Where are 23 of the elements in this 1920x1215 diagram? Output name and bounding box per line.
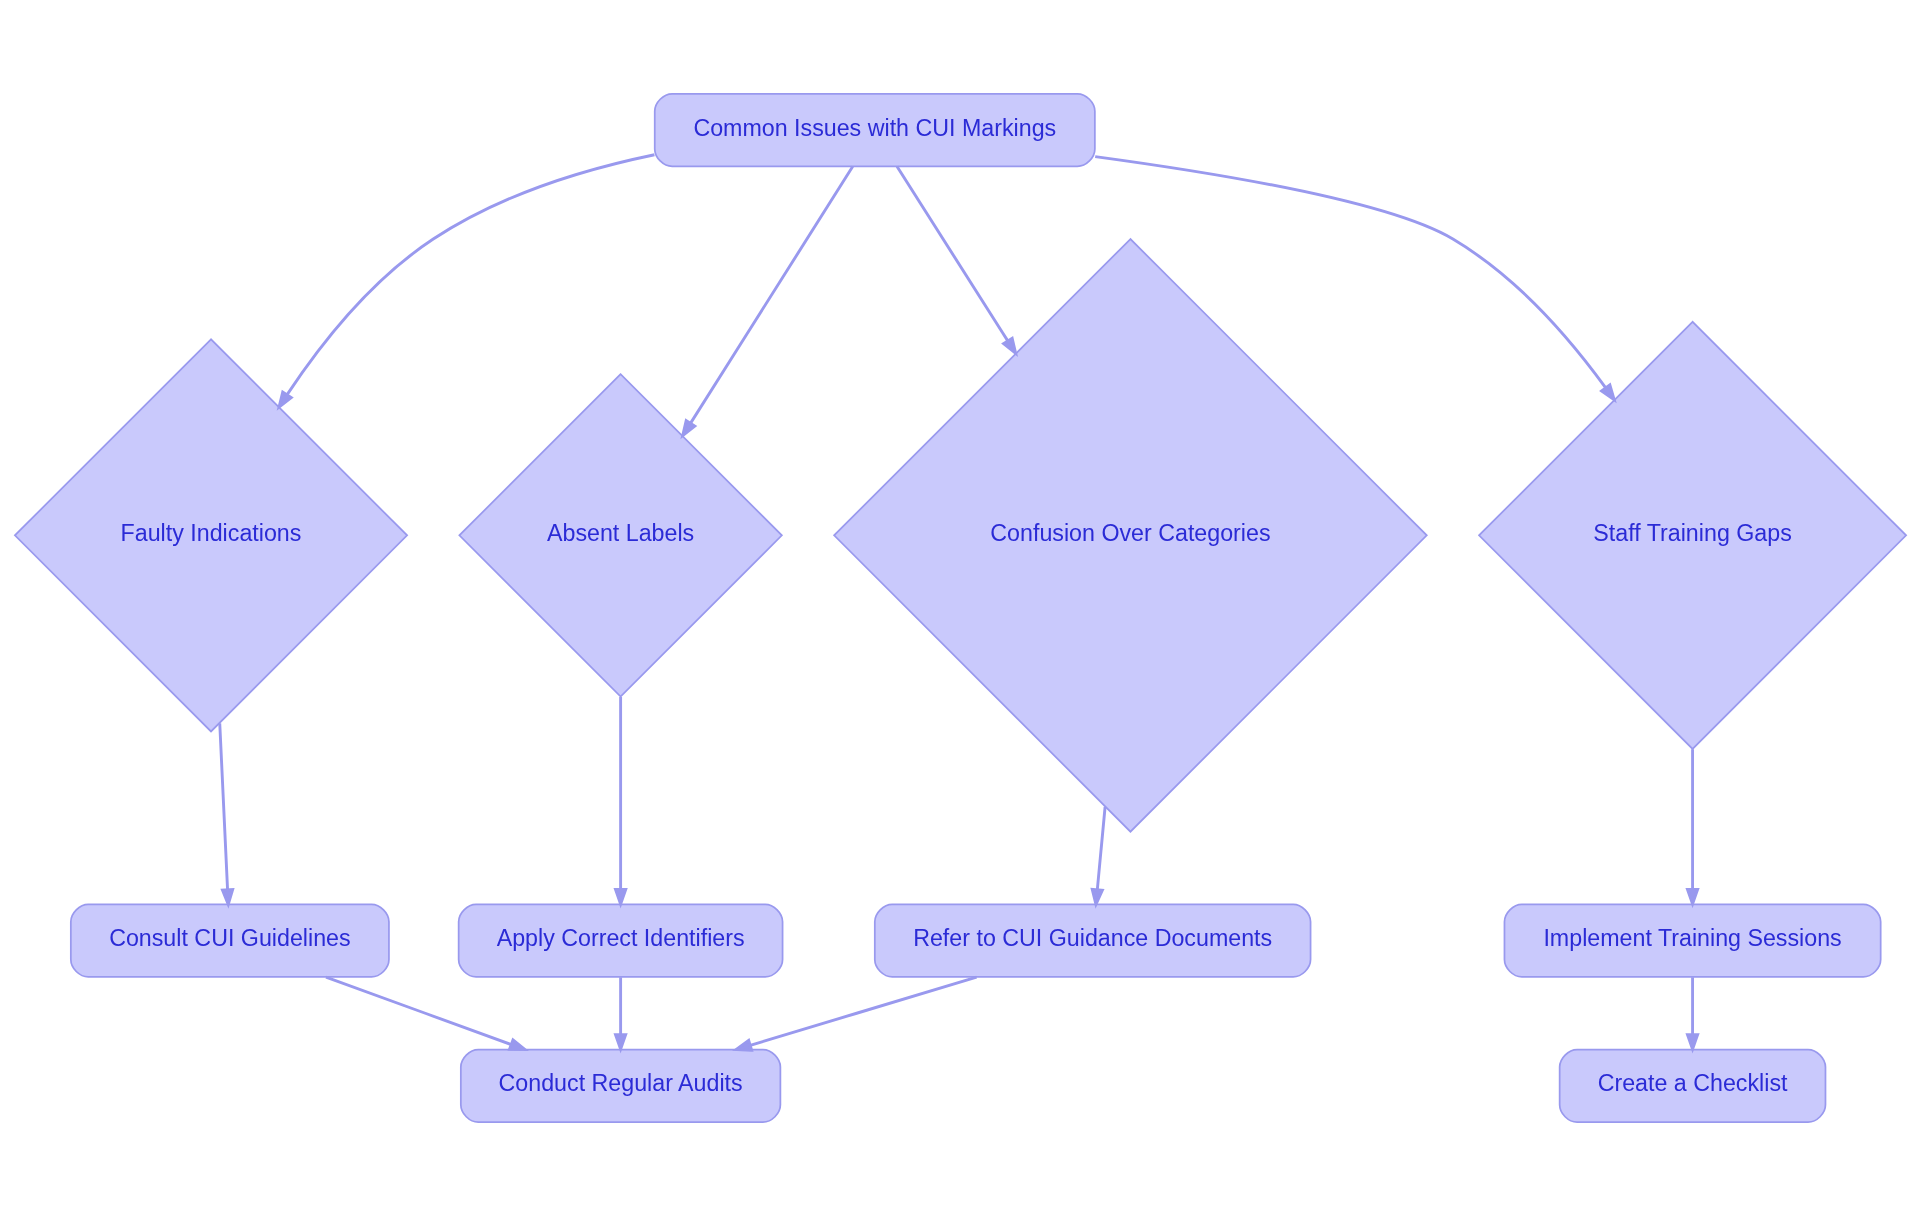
node-box: Refer to CUI Guidance Documents (873, 902, 1311, 978)
node-diamond: Confusion Over Categories (832, 237, 1428, 833)
node-box: Common Issues with CUI Markings (653, 92, 1096, 167)
arrow (612, 976, 628, 1054)
node-diamond: Faulty Indications (13, 337, 408, 733)
arrow (612, 696, 628, 908)
arrow (217, 722, 235, 909)
arrow (731, 975, 977, 1052)
node-box: Create a Checklist (1558, 1048, 1826, 1123)
node-box: Consult CUI Guidelines (69, 902, 390, 978)
node-box: Apply Correct Identifiers (457, 902, 783, 978)
node-diamond: Staff Training Gaps (1477, 320, 1907, 750)
arrow (1684, 976, 1700, 1054)
node-box: Implement Training Sessions (1503, 902, 1882, 978)
arrow (895, 165, 1018, 357)
arrow (1684, 748, 1700, 908)
node-box: Conduct Regular Audits (459, 1048, 781, 1123)
arrow (679, 165, 854, 439)
arrow (276, 152, 655, 411)
node-diamond: Absent Labels (457, 372, 783, 698)
arrow (1089, 806, 1107, 909)
arrow (1094, 154, 1617, 403)
arrow (324, 975, 529, 1051)
